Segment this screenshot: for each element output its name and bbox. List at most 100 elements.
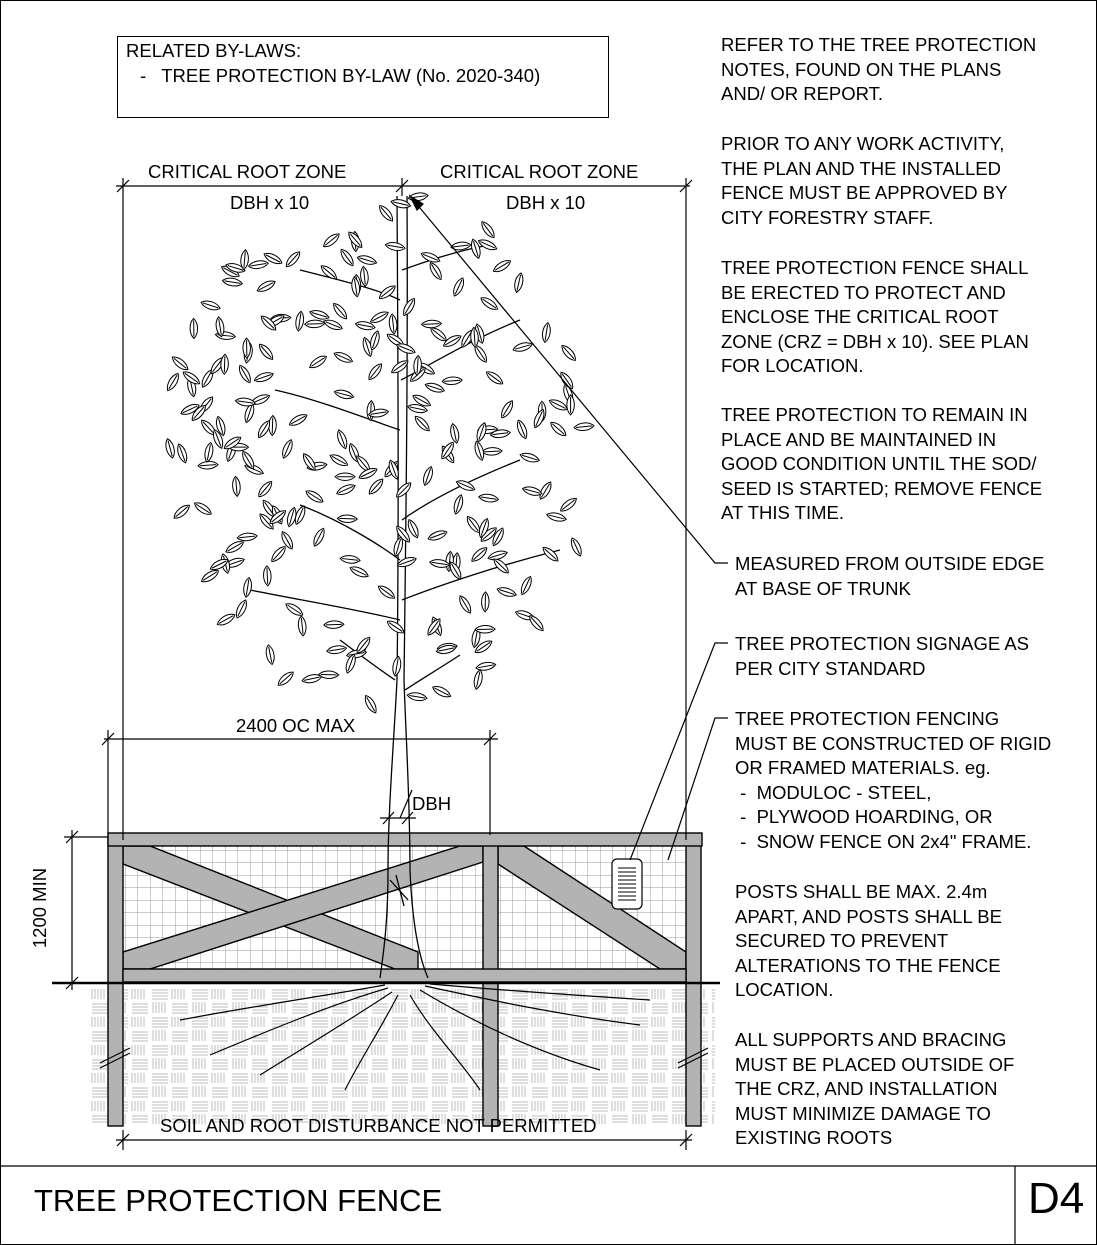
leaf <box>333 389 355 400</box>
leaf <box>221 277 243 287</box>
leaf <box>492 527 504 547</box>
leaf <box>420 252 441 263</box>
leaf <box>459 595 472 614</box>
leaf <box>529 615 544 632</box>
leaf <box>455 480 476 491</box>
leaf <box>334 472 356 481</box>
leaf <box>480 527 497 542</box>
leaf <box>193 502 212 515</box>
note-supports: ALL SUPPORTS AND BRACING MUST BE PLACED … <box>735 1029 1015 1148</box>
leaf <box>336 514 359 523</box>
leader-lines <box>408 194 728 861</box>
leaf <box>215 316 225 338</box>
leaf <box>309 355 328 369</box>
leaf <box>477 239 498 251</box>
leaf <box>286 506 297 528</box>
leaf <box>423 465 433 487</box>
leaf <box>339 555 361 564</box>
leaf <box>333 352 354 363</box>
leaf <box>414 415 430 432</box>
dbh-right-label: DBH x 10 <box>506 192 586 213</box>
leaf <box>220 353 229 375</box>
leaf <box>271 546 286 563</box>
leaf <box>305 490 324 503</box>
leaf <box>413 354 422 377</box>
leaf <box>165 437 175 459</box>
leaf <box>406 692 428 702</box>
leaf <box>173 504 190 519</box>
leaf <box>407 404 429 414</box>
leaf <box>356 636 371 654</box>
leaf <box>323 233 340 248</box>
leaf <box>340 248 354 267</box>
leaf <box>265 644 275 666</box>
leaf <box>317 670 340 679</box>
leaf <box>566 394 575 416</box>
note-fence-erected: TREE PROTECTION FENCE SHALL BE ERECTED T… <box>721 257 1029 376</box>
leaf <box>223 436 242 450</box>
leaf <box>450 241 472 251</box>
leaf <box>449 561 462 580</box>
leaf <box>427 530 448 541</box>
leaf <box>474 625 496 634</box>
leaf <box>489 429 511 439</box>
leaf <box>356 255 378 265</box>
leaf <box>200 570 220 583</box>
leaf <box>475 661 497 671</box>
leaf <box>384 242 406 251</box>
detail-code: D4 <box>1028 1174 1085 1223</box>
leaf <box>295 310 305 332</box>
leaf <box>239 364 251 384</box>
leaf <box>368 363 382 381</box>
leaf <box>561 344 576 361</box>
leaf <box>256 280 276 292</box>
leaf <box>520 575 532 596</box>
leaf <box>277 671 294 686</box>
note-remain: TREE PROTECTION TO REMAIN IN PLACE AND B… <box>721 404 1043 523</box>
leaf <box>354 321 376 331</box>
leaf <box>481 447 503 456</box>
leaf <box>351 276 361 298</box>
leaf <box>493 558 509 574</box>
leaf <box>466 515 480 534</box>
leaf <box>294 505 306 525</box>
note-signage: TREE PROTECTION SIGNAGE AS PER CITY STAN… <box>735 633 1029 679</box>
leaf <box>177 443 188 464</box>
leaf <box>485 371 504 385</box>
leaf <box>281 530 293 550</box>
leaf <box>396 557 417 568</box>
leaf <box>441 441 454 460</box>
leaf <box>474 344 487 363</box>
note-prior: PRIOR TO ANY WORK ACTIVITY, THE PLAN AND… <box>721 133 1008 228</box>
leaf <box>396 525 410 543</box>
leaf <box>453 277 464 297</box>
leaf <box>166 372 179 392</box>
leaf <box>182 371 201 385</box>
fence-bottom-rail <box>122 968 687 983</box>
leaf <box>396 482 412 498</box>
leaf <box>368 478 384 495</box>
leaf <box>548 399 569 411</box>
leaf <box>200 300 221 311</box>
leaf <box>378 285 396 299</box>
leaf <box>303 453 316 471</box>
leaf <box>388 313 398 335</box>
leaf <box>560 371 574 390</box>
leaf <box>257 420 271 439</box>
leaf <box>197 460 219 470</box>
leaf <box>453 494 464 515</box>
leaf <box>471 547 488 562</box>
leaf <box>546 512 567 522</box>
leaf <box>573 422 595 431</box>
post-spacing-label: 2400 OC MAX <box>236 715 356 736</box>
leaf <box>282 439 293 459</box>
leaf <box>201 419 216 436</box>
leaf <box>260 315 277 331</box>
leaf <box>243 576 253 598</box>
leaf <box>570 537 582 557</box>
detail-title: TREE PROTECTION FENCE <box>34 1183 443 1218</box>
leaf <box>333 302 348 320</box>
leaf <box>345 653 356 674</box>
leaf <box>487 550 508 561</box>
leaf <box>393 536 404 557</box>
